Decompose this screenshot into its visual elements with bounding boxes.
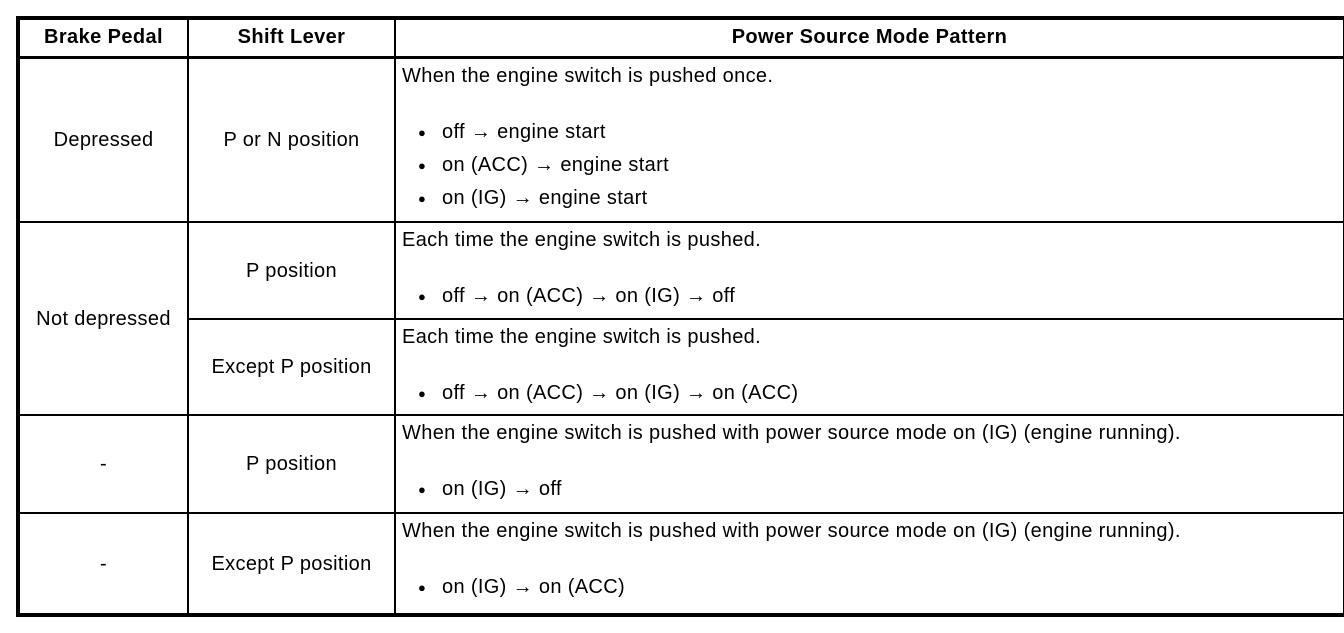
pattern-bullet-item: ● on (IG) → on (ACC)	[418, 571, 1339, 604]
bullet-icon: ●	[418, 386, 427, 401]
pattern-item-text: on (IG) → engine start	[442, 186, 648, 209]
pattern-list: ● off → on (ACC) → on (IG) → on (ACC)	[402, 377, 1339, 410]
shift-lever-cell: Except P position	[187, 318, 396, 416]
brake-pedal-cell: Not depressed	[17, 221, 189, 416]
power-source-mode-table: Brake Pedal Shift Lever Power Source Mod…	[16, 16, 1344, 617]
bullet-icon: ●	[418, 190, 427, 206]
bullet-icon: ●	[418, 124, 427, 140]
pattern-bullet-item: ● on (IG) → engine start	[418, 182, 1339, 215]
pattern-intro: When the engine switch is pushed once.	[402, 64, 774, 87]
pattern-bullet-item: ● off → engine start	[418, 116, 1339, 149]
shift-lever-cell: P position	[187, 221, 396, 320]
pattern-item-text: on (IG) → on (ACC)	[442, 576, 625, 598]
bullet-icon: ●	[418, 482, 427, 497]
pattern-list: ● on (IG) → off	[402, 473, 1339, 506]
pattern-cell: When the engine switch is pushed with po…	[394, 414, 1344, 514]
pattern-intro: When the engine switch is pushed with po…	[402, 520, 1181, 542]
table-row: Depressed P or N position When the engin…	[17, 56, 1344, 223]
table-row: - Except P position When the engine swit…	[17, 512, 1344, 616]
brake-pedal-cell: -	[17, 512, 189, 616]
pattern-item-text: off → engine start	[442, 120, 606, 143]
pattern-item-text: off → on (ACC) → on (IG) → off	[442, 285, 736, 307]
header-brake-pedal: Brake Pedal	[17, 17, 189, 59]
pattern-list: ● off → on (ACC) → on (IG) → off	[402, 280, 1339, 313]
bullet-icon: ●	[418, 157, 427, 173]
pattern-list: ● on (IG) → on (ACC)	[402, 571, 1339, 604]
pattern-item-text: on (ACC) → engine start	[442, 153, 670, 176]
bullet-icon: ●	[418, 289, 427, 304]
pattern-intro: Each time the engine switch is pushed.	[402, 326, 762, 348]
pattern-cell: When the engine switch is pushed with po…	[394, 512, 1344, 616]
pattern-bullet-item: ● off → on (ACC) → on (IG) → off	[418, 280, 1339, 313]
pattern-intro: When the engine switch is pushed with po…	[402, 422, 1181, 444]
shift-lever-cell: P or N position	[187, 56, 396, 223]
shift-lever-cell: P position	[187, 414, 396, 514]
header-shift-lever: Shift Lever	[187, 17, 396, 59]
header-power-source-mode-pattern: Power Source Mode Pattern	[394, 17, 1344, 59]
pattern-item-text: on (IG) → off	[442, 478, 562, 500]
brake-pedal-cell: Depressed	[17, 56, 189, 223]
table-row: - P position When the engine switch is p…	[17, 414, 1344, 514]
pattern-bullet-item: ● off → on (ACC) → on (IG) → on (ACC)	[418, 377, 1339, 410]
pattern-item-text: off → on (ACC) → on (IG) → on (ACC)	[442, 382, 799, 404]
pattern-bullet-item: ● on (ACC) → engine start	[418, 149, 1339, 182]
shift-lever-cell: Except P position	[187, 512, 396, 616]
pattern-list: ● off → engine start ● on (ACC) → engine s…	[402, 116, 1339, 215]
table-header-row: Brake Pedal Shift Lever Power Source Mod…	[17, 17, 1344, 59]
table-row: Except P position Each time the engine s…	[18, 318, 1344, 416]
pattern-cell: Each time the engine switch is pushed. ●…	[394, 221, 1344, 320]
brake-pedal-cell: -	[17, 414, 189, 514]
pattern-cell: When the engine switch is pushed once. ●…	[394, 56, 1344, 223]
pattern-bullet-item: ● on (IG) → off	[418, 473, 1339, 506]
bullet-icon: ●	[418, 580, 427, 595]
table-row: Not depressed P position Each time the e…	[17, 221, 1344, 416]
pattern-cell: Each time the engine switch is pushed. ●…	[394, 318, 1344, 416]
pattern-intro: Each time the engine switch is pushed.	[402, 229, 762, 251]
